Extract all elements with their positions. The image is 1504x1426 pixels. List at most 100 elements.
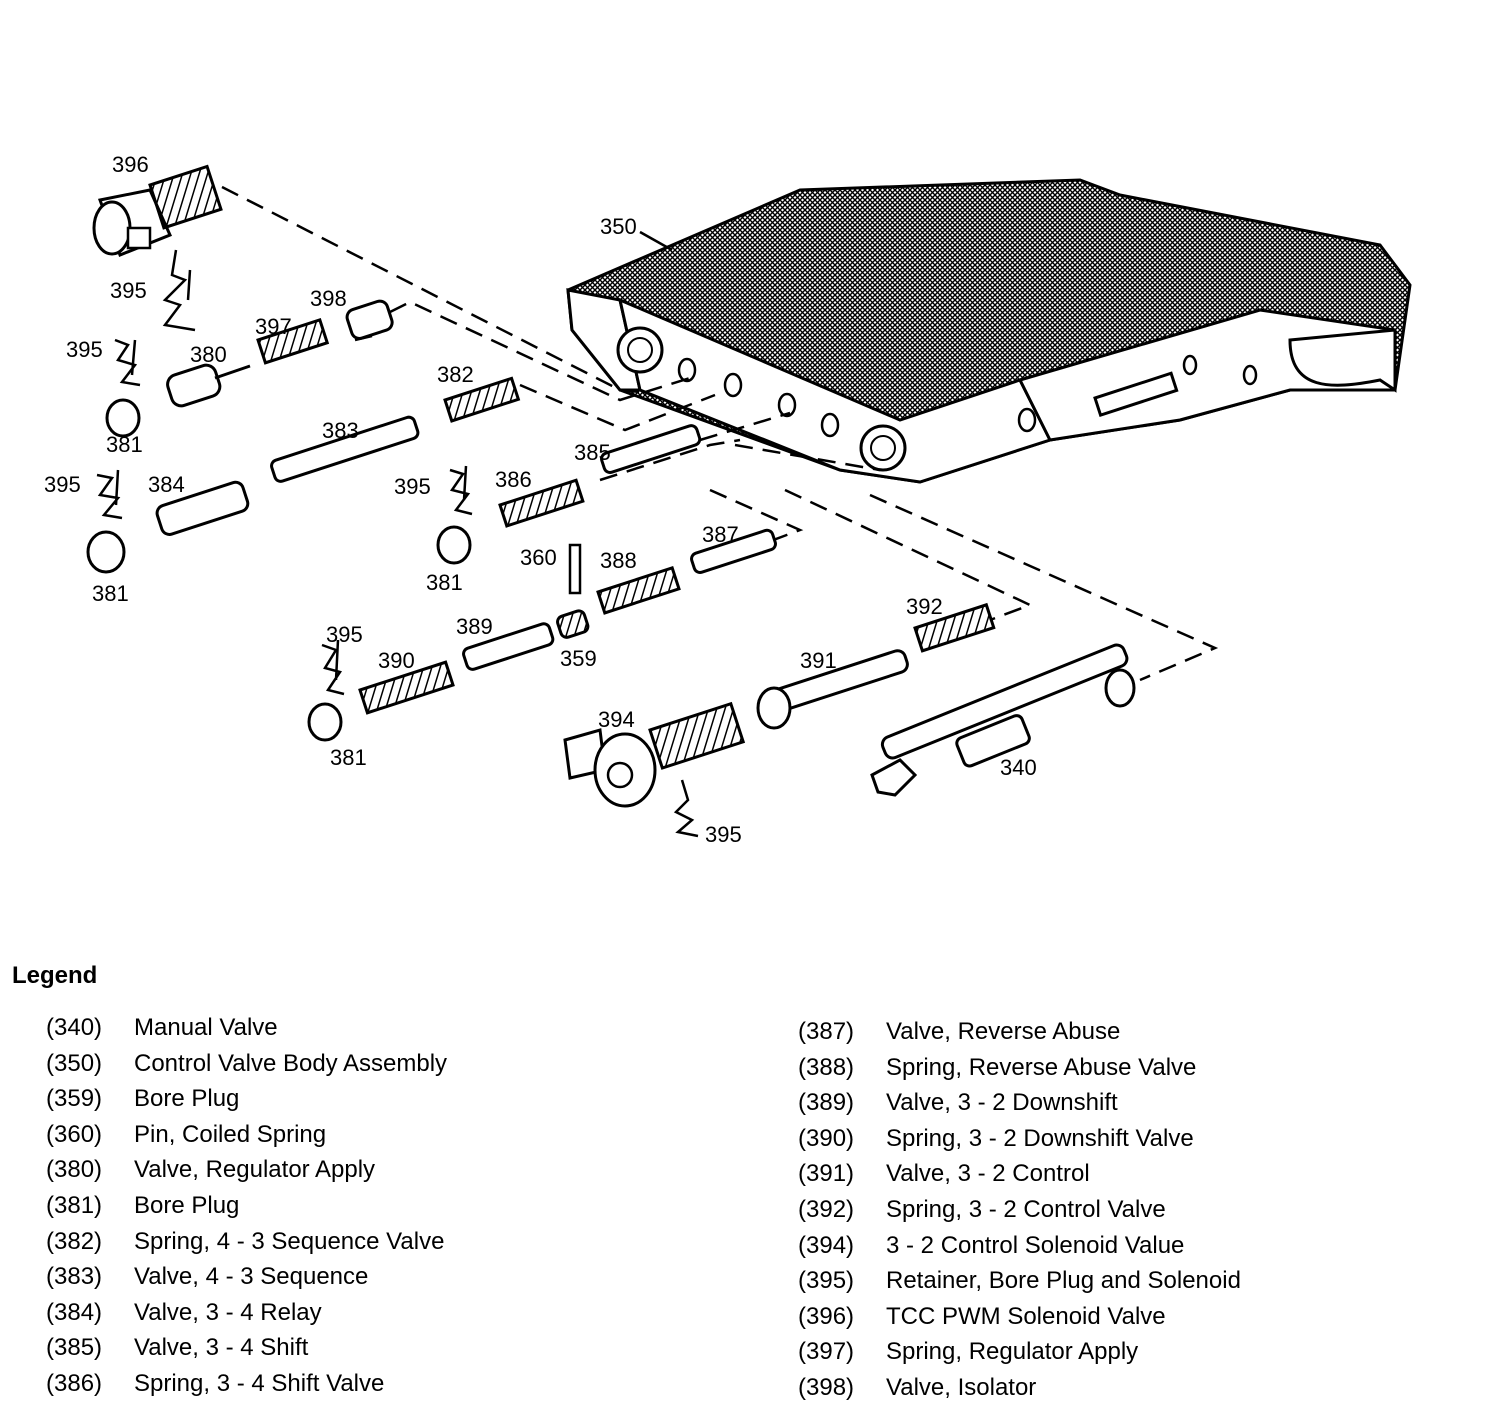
legend-code: (398) — [798, 1373, 855, 1401]
legend-code: (392) — [798, 1195, 855, 1223]
legend-label: Spring, 3 - 2 Control Valve — [886, 1195, 1166, 1223]
legend-item: (385) Valve, 3 - 4 Shift — [46, 1334, 447, 1370]
callout-385: 385 — [574, 440, 611, 465]
callout-384: 384 — [148, 472, 185, 497]
callout-340: 340 — [1000, 755, 1037, 780]
retainer-clips — [96, 249, 699, 838]
legend-code: (388) — [798, 1053, 855, 1081]
callout-381: 381 — [426, 570, 463, 595]
legend-item: (383) Valve, 4 - 3 Sequence — [46, 1263, 447, 1299]
legend-label: Valve, 3 - 2 Control — [886, 1160, 1090, 1188]
callout-392: 392 — [906, 594, 943, 619]
legend-code: (390) — [798, 1124, 855, 1152]
tcc-pwm-solenoid — [92, 164, 223, 257]
legend-label: 3 - 2 Control Solenoid Value — [886, 1231, 1185, 1259]
legend-code: (359) — [46, 1085, 103, 1113]
control-solenoid — [563, 701, 746, 808]
legend-item: (381)Bore Plug — [46, 1192, 447, 1228]
legend-label: Spring, 3 - 2 Downshift Valve — [886, 1124, 1194, 1152]
legend-label: Manual Valve — [134, 1014, 278, 1041]
legend-label: TCC PWM Solenoid Valve — [886, 1302, 1166, 1330]
legend-label: Valve, Regulator Apply — [134, 1156, 376, 1184]
legend-item: (386) Spring, 3 - 4 Shift Valve — [46, 1370, 447, 1406]
legend-code: (394) — [798, 1231, 855, 1259]
legend-item: (390) Spring, 3 - 2 Downshift Valve — [798, 1125, 1241, 1161]
legend-code: (383) — [46, 1263, 103, 1291]
legend-item: (397) Spring, Regulator Apply — [798, 1338, 1241, 1374]
legend-label: Valve, 3 - 2 Downshift — [886, 1089, 1118, 1117]
callout-381: 381 — [92, 581, 129, 606]
legend-label: Valve, Reverse Abuse — [886, 1018, 1121, 1045]
legend-code: (391) — [798, 1160, 855, 1188]
legend-label: Spring, Reverse Abuse Valve — [886, 1053, 1197, 1081]
callout-395: 395 — [326, 622, 363, 647]
shift-valve-stack — [436, 424, 702, 565]
callout-382: 382 — [437, 362, 474, 387]
sequence-valve-stack — [86, 376, 521, 574]
callout-395: 395 — [110, 278, 147, 303]
legend-item: (395)Retainer, Bore Plug and Solenoid — [798, 1267, 1241, 1303]
legend-code: (386) — [46, 1369, 103, 1397]
legend-item: (380) Valve, Regulator Apply — [46, 1156, 447, 1192]
legend-code: (382) — [46, 1227, 103, 1255]
callout-350: 350 — [600, 214, 637, 239]
legend-item: (394) 3 - 2 Control Solenoid Value — [798, 1232, 1241, 1268]
legend-label: Valve, 4 - 3 Sequence — [134, 1263, 369, 1291]
legend-label: Valve, 3 - 4 Shift — [134, 1334, 309, 1362]
legend-label: Bore Plug — [134, 1085, 240, 1113]
assembly-lines — [221, 185, 1219, 682]
legend-code: (385) — [46, 1334, 103, 1362]
callout-360: 360 — [520, 545, 557, 570]
legend-label: Bore Plug — [134, 1191, 240, 1219]
legend-item: (350) Control Valve Body Assembly — [46, 1050, 447, 1086]
callout-395: 395 — [394, 474, 431, 499]
callout-398: 398 — [310, 286, 347, 311]
legend-item: (392) Spring, 3 - 2 Control Valve — [798, 1196, 1241, 1232]
callout-380: 380 — [190, 342, 227, 367]
reverse-abuse-stack — [307, 528, 777, 742]
legend-label: Control Valve Body Assembly — [134, 1049, 448, 1077]
legend-item: (389) Valve, 3 - 2 Downshift — [798, 1089, 1241, 1125]
regulator-apply-stack — [105, 299, 394, 438]
legend-code: (389) — [798, 1089, 855, 1117]
legend-item: (340) Manual Valve — [46, 1014, 447, 1050]
callout-359: 359 — [560, 646, 597, 671]
callout-391: 391 — [800, 648, 837, 673]
legend-item: (391) Valve, 3 - 2 Control — [798, 1160, 1241, 1196]
callout-390: 390 — [378, 648, 415, 673]
legend-code: (380) — [46, 1156, 103, 1184]
legend-label: Valve, 3 - 4 Relay — [134, 1298, 322, 1326]
legend-code: (397) — [798, 1338, 855, 1366]
callout-396: 396 — [112, 152, 149, 177]
legend-code: (360) — [46, 1120, 103, 1148]
callout-388: 388 — [600, 548, 637, 573]
callout-394: 394 — [598, 707, 635, 732]
manual-valve — [870, 643, 1136, 797]
callout-395: 395 — [66, 337, 103, 362]
callout-395: 395 — [44, 472, 81, 497]
legend-label: Pin, Coiled Spring — [134, 1120, 327, 1148]
control-valve-body — [566, 178, 1412, 484]
legend-item: (396) TCC PWM Solenoid Valve — [798, 1303, 1241, 1339]
legend-code: (350) — [46, 1049, 103, 1077]
legend-item: (384) Valve, 3 - 4 Relay — [46, 1299, 447, 1335]
legend-code: (384) — [46, 1298, 103, 1326]
legend-code: (340) — [46, 1014, 103, 1041]
legend-label: Spring, 4 - 3 Sequence Valve — [134, 1227, 445, 1255]
legend-item: (359) Bore Plug — [46, 1085, 447, 1121]
exploded-view-diagram: 396 395 350 398 397 395 380 381 382 383 … — [44, 152, 1412, 847]
callout-387: 387 — [702, 522, 739, 547]
legend-label: Spring, 3 - 4 Shift Valve — [134, 1369, 385, 1397]
legend-item: (360) Pin, Coiled Spring — [46, 1121, 447, 1157]
legend-left-column: (340) Manual Valve (350) Control Valve Bod… — [46, 1014, 447, 1406]
legend-code: (395) — [798, 1267, 855, 1295]
callout-383: 383 — [322, 418, 359, 443]
legend-item: (388) Spring, Reverse Abuse Valve — [798, 1054, 1241, 1090]
legend-label: Spring, Regulator Apply — [886, 1338, 1139, 1366]
callout-381: 381 — [106, 432, 143, 457]
callout-381: 381 — [330, 745, 367, 770]
control-valve-stack — [756, 602, 996, 730]
callout-395: 395 — [705, 822, 742, 847]
legend-code: (396) — [798, 1302, 855, 1330]
legend-item: (398)Valve, Isolator — [798, 1374, 1241, 1410]
